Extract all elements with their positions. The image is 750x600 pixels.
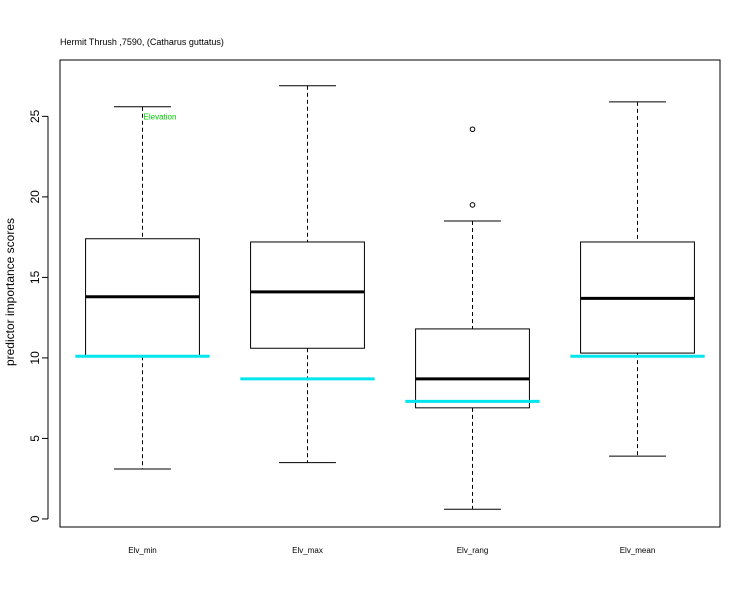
y-tick-label: 0 bbox=[28, 515, 42, 522]
y-tick-label: 15 bbox=[28, 270, 42, 284]
y-axis-label: predictor importance scores bbox=[3, 218, 17, 366]
x-category-label: Elv_max bbox=[292, 546, 323, 555]
outlier-point bbox=[469, 202, 476, 208]
box-iqr bbox=[415, 328, 530, 409]
plot-frame bbox=[59, 59, 721, 528]
chart-title: Hermit Thrush ,7590, (Catharus guttatus) bbox=[60, 37, 224, 47]
box-group bbox=[75, 85, 705, 510]
y-tick-label: 20 bbox=[28, 190, 42, 204]
y-tick-label: 25 bbox=[28, 109, 42, 123]
x-axis-labels: Elv_min Elv_max Elv_rang Elv_mean bbox=[128, 546, 655, 555]
x-category-label: Elv_rang bbox=[457, 546, 489, 555]
x-category-label: Elv_min bbox=[128, 546, 156, 555]
y-axis: 0 5 10 15 20 25 bbox=[28, 109, 49, 522]
outlier-point bbox=[469, 126, 476, 133]
box-iqr bbox=[250, 241, 365, 349]
y-tick-label: 10 bbox=[28, 351, 42, 365]
annotation-label: Elevation bbox=[144, 112, 177, 121]
x-category-label: Elv_mean bbox=[620, 546, 656, 555]
y-tick-label: 5 bbox=[28, 435, 42, 442]
